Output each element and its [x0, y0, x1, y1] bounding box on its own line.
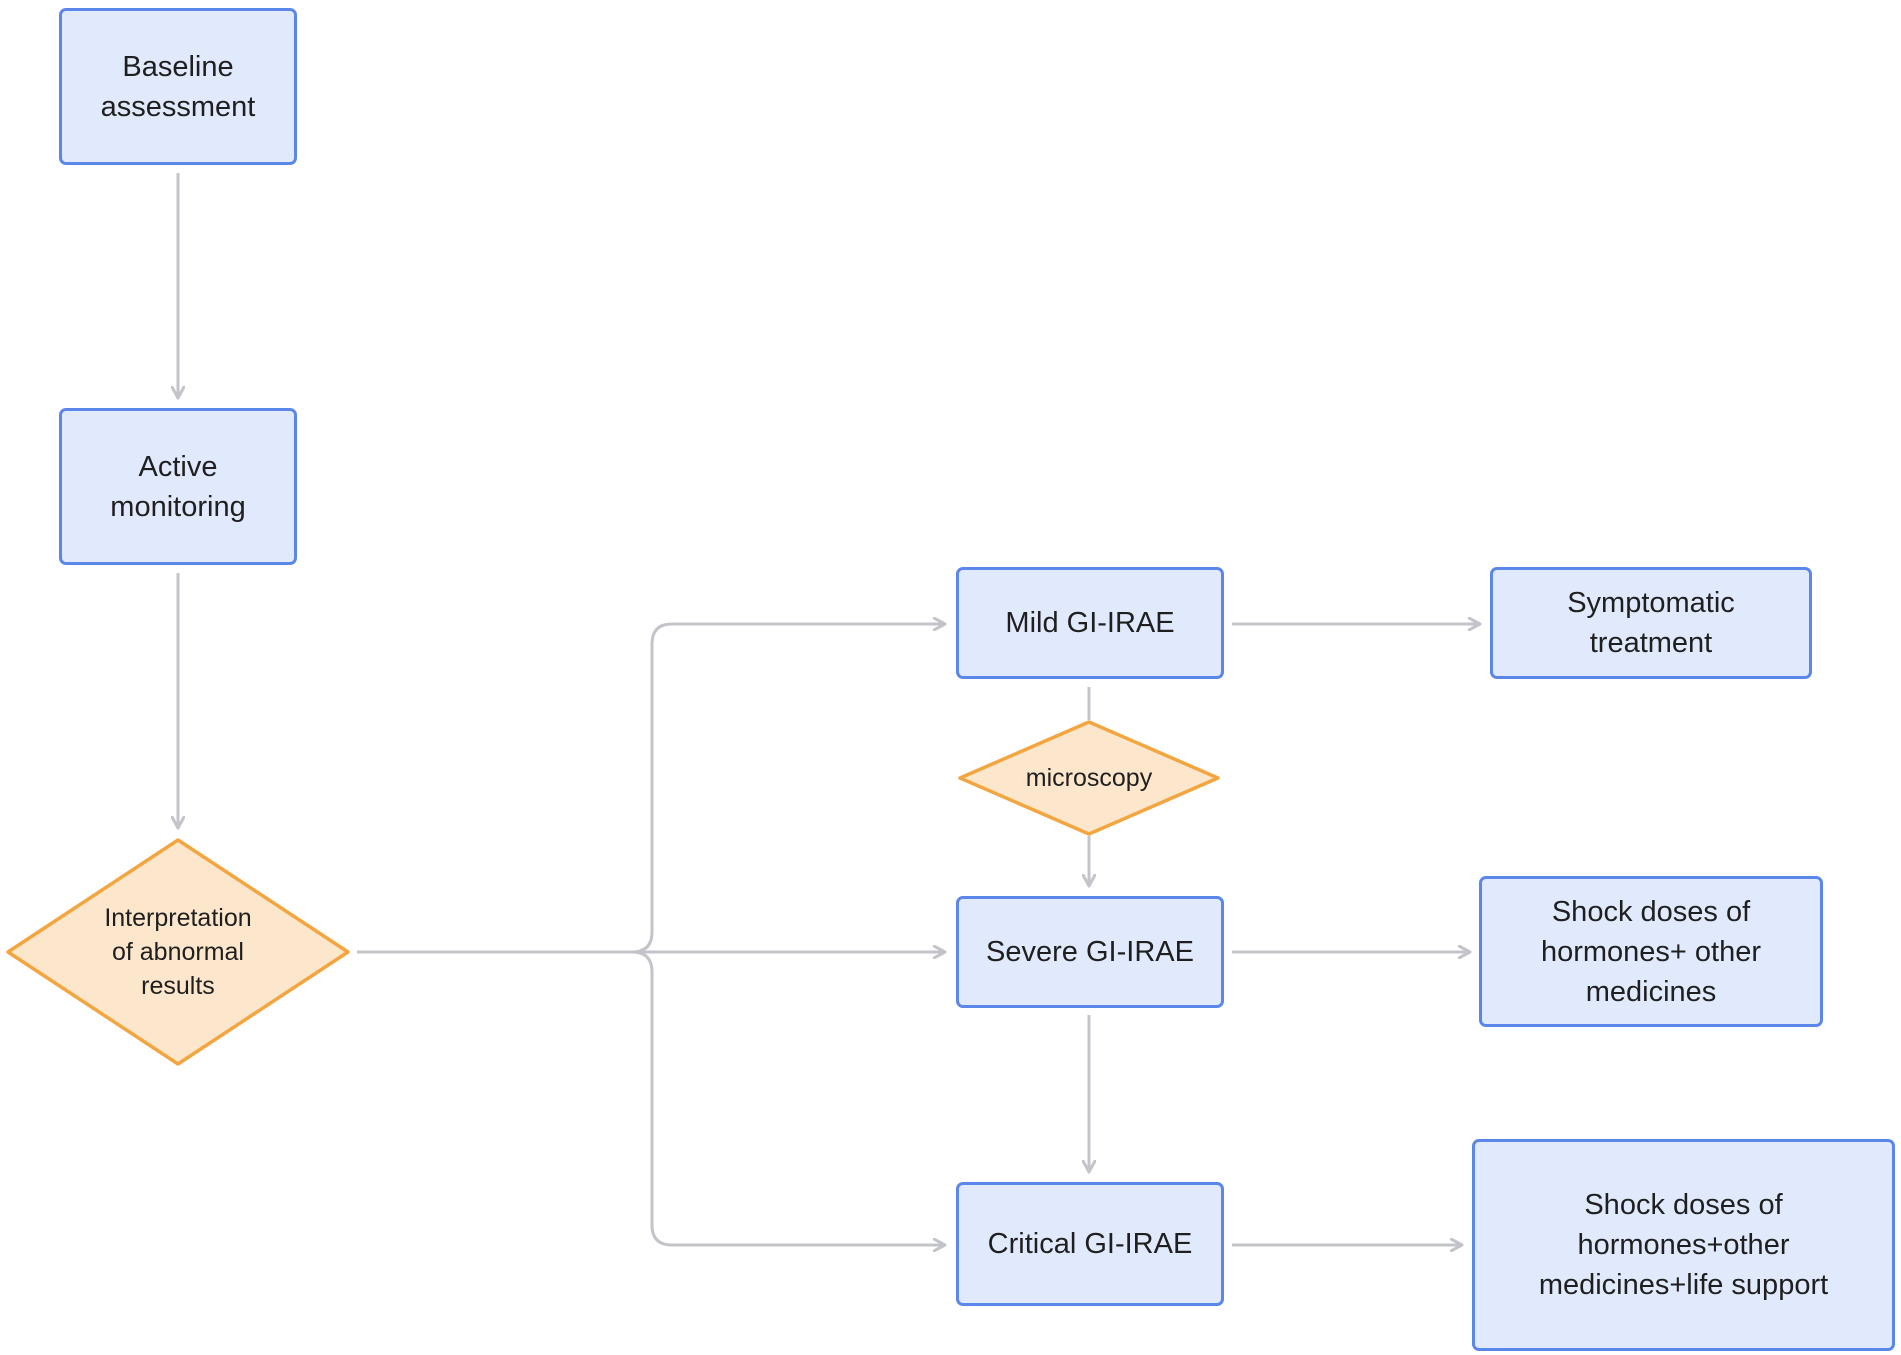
node-shock-doses-severe: Shock doses of hormones+ other medicines — [1479, 876, 1823, 1027]
node-active-monitoring: Active monitoring — [59, 408, 297, 565]
node-label: Mild GI-IRAE — [1005, 607, 1175, 639]
node-symptomatic-treatment: Symptomatic treatment — [1490, 567, 1812, 679]
edge-interpretation-to-critical — [631, 950, 945, 1245]
node-severe-gi-irae: Severe GI-IRAE — [956, 896, 1224, 1008]
edge-interpretation-to-mild — [631, 624, 945, 954]
node-mild-gi-irae: Mild GI-IRAE — [956, 567, 1224, 679]
node-label: Interpretation of abnormal results — [104, 904, 252, 1000]
node-label: Active monitoring — [110, 450, 246, 523]
diamond-shape — [6, 838, 350, 1066]
node-interpretation-decision: Interpretation of abnormal results — [6, 838, 350, 1066]
node-label: Critical GI-IRAE — [987, 1228, 1193, 1260]
node-baseline-assessment: Baseline assessment — [59, 8, 297, 165]
node-label: microscopy — [1025, 764, 1153, 792]
node-label: Shock doses of hormones+ other medicines — [1540, 895, 1762, 1008]
node-shock-doses-critical: Shock doses of hormones+other medicines+… — [1472, 1139, 1895, 1351]
node-microscopy-decision: microscopy — [958, 720, 1220, 836]
node-critical-gi-irae: Critical GI-IRAE — [956, 1182, 1224, 1306]
node-label: Symptomatic treatment — [1567, 587, 1735, 659]
node-label: Baseline assessment — [100, 50, 256, 123]
node-label: Severe GI-IRAE — [986, 936, 1194, 968]
diamond-shape — [958, 720, 1220, 836]
node-label: Shock doses of hormones+other medicines+… — [1538, 1189, 1829, 1301]
